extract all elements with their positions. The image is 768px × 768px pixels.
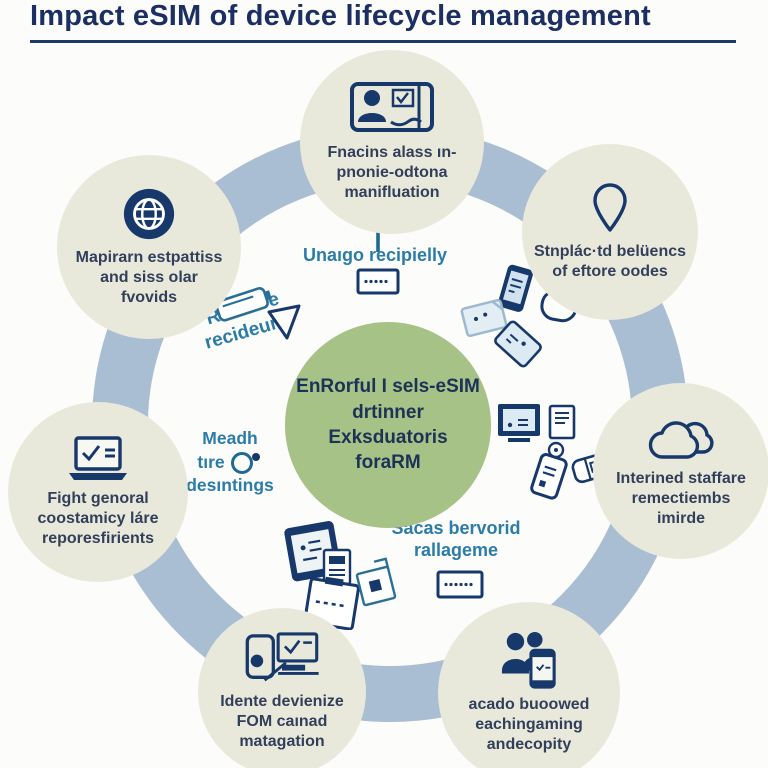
node-mapping: Mapirarn estpattiss and siss olar fvovid… bbox=[57, 155, 241, 339]
node-text-line: manifluation bbox=[344, 183, 440, 201]
label-text-line: Meadh bbox=[202, 428, 258, 448]
node-text-line: acado buoowed bbox=[468, 696, 590, 714]
center-text-line: foraRM bbox=[355, 452, 421, 474]
node-text-line: remectiembs bbox=[631, 490, 731, 508]
location-pin-icon bbox=[593, 183, 627, 232]
center-text-line: Exksduatoris bbox=[328, 427, 448, 448]
laptop-check-icon bbox=[69, 436, 127, 481]
center-node: EnRorful I sels-eSIM drtinner Exksduator… bbox=[285, 322, 491, 528]
device-doodles-right bbox=[498, 404, 606, 500]
node-adoption: acado buoowed eachingaming andecopity bbox=[438, 602, 620, 768]
node-identity: Idente devienize FOM caınad matagation bbox=[198, 608, 366, 768]
label-text-line: desıntings bbox=[186, 475, 274, 495]
people-phone-icon bbox=[501, 632, 556, 689]
node-text-line: pnonie-odtona bbox=[336, 164, 448, 182]
node-enrollment: Fnacins alass ın- pnonie-odtona maniflua… bbox=[300, 50, 484, 234]
node-text-line: andecopity bbox=[486, 735, 572, 753]
node-text-line: imirde bbox=[656, 509, 705, 527]
label-unaigo: Unaıgo recipielly bbox=[290, 245, 460, 267]
label-text-line: Sacas bervorid bbox=[391, 518, 521, 538]
node-text-line: FOM caınad bbox=[236, 713, 328, 731]
cloud-icon bbox=[648, 421, 714, 459]
node-location: Stnplác·td belüencs of eftore oodes bbox=[522, 144, 698, 320]
node-text-line: reporesfirients bbox=[41, 529, 155, 547]
node-compliance: Fight genoral coostamicy láre reporesfir… bbox=[8, 402, 188, 582]
passcode-field-icon bbox=[356, 268, 400, 295]
globe-icon bbox=[123, 189, 175, 240]
node-text-line: Idente devienize bbox=[220, 693, 344, 711]
device-doodles-top bbox=[460, 264, 578, 368]
ring-icon bbox=[230, 452, 260, 474]
label-text-line: rallageme bbox=[413, 539, 499, 560]
page-title: Impact eSIM of device lifecycle manageme… bbox=[30, 0, 736, 43]
node-text-line: Stnplác·td belüencs bbox=[533, 243, 687, 261]
node-text-line: matagation bbox=[239, 732, 325, 750]
node-text-line: Interined staffare bbox=[616, 470, 746, 488]
label-sacas: Sacas bervorid rallageme bbox=[380, 518, 532, 561]
label-text-line: tıre bbox=[197, 451, 225, 472]
node-text-line: and siss olar bbox=[100, 269, 198, 287]
center-text-line: EnRorful I sels-eSIM bbox=[296, 376, 480, 398]
node-text-line: of eftore oodes bbox=[552, 263, 668, 280]
label-text-line: Unaıgo recipielly bbox=[302, 245, 448, 265]
passcode-field-icon bbox=[436, 570, 484, 599]
node-text-line: Fnacins alass ın- bbox=[327, 144, 457, 162]
node-text-line: eachingaming bbox=[475, 716, 583, 734]
center-text-line: drtinner bbox=[352, 401, 424, 423]
sim-card-funnel-icon bbox=[215, 287, 301, 340]
id-card-icon bbox=[350, 82, 434, 133]
phone-monitor-icon bbox=[245, 632, 319, 682]
node-text-line: coostamicy láre bbox=[37, 510, 159, 528]
node-text-line: fvovids bbox=[120, 288, 177, 306]
node-text-line: Mapirarn estpattiss bbox=[75, 249, 223, 267]
node-cloud: Interined staffare remectiembs imirde bbox=[593, 383, 768, 559]
label-meadh: Meadh tıre desıntings bbox=[168, 428, 292, 496]
node-text-line: Fight genoral bbox=[47, 490, 149, 508]
